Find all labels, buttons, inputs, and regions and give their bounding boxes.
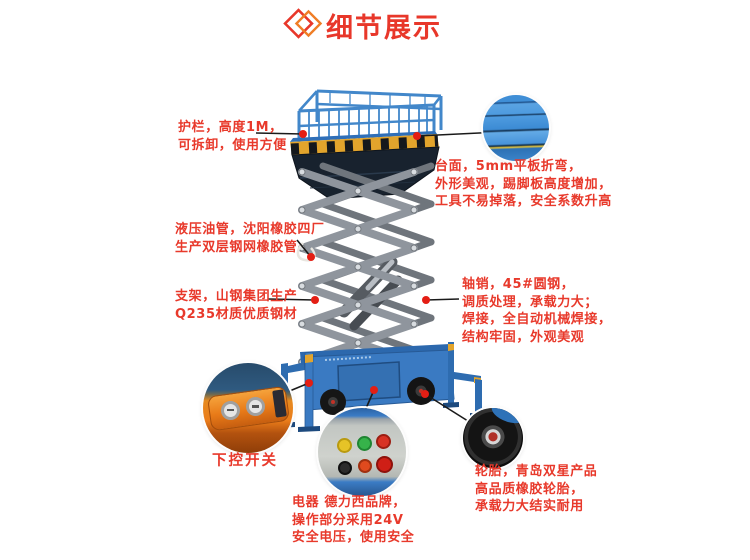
support-note: 支架，山钢集团生产 Q235材质优质钢材	[175, 289, 298, 322]
callout-dot	[421, 390, 429, 398]
callout-line-axle	[425, 298, 460, 301]
panel-button-yellow	[337, 437, 353, 453]
callout-dot	[299, 130, 307, 138]
callout-line-support	[267, 298, 316, 301]
platform-note: 台面，5mm平板折弯， 外形美观，踢脚板高度增加， 工具不易掉落，安全系数升高	[435, 159, 612, 209]
callout-dot	[422, 296, 430, 304]
guardrail-note: 护栏，高度1M， 可拆卸，使用方便	[178, 120, 287, 153]
remote-control-photo	[203, 363, 293, 453]
callout-dot	[311, 296, 319, 304]
title-double-diamond-icon	[283, 8, 323, 39]
tire-photo	[463, 408, 523, 468]
callout-dot	[307, 253, 315, 261]
guardrail-cage	[297, 89, 443, 146]
panel-button-black	[338, 460, 353, 475]
panel-button-orange	[357, 459, 372, 474]
callout-dot	[413, 132, 421, 140]
control-panel-photo	[318, 408, 406, 496]
axle-note: 轴销，45#圆钢， 调质处理，承载力大； 焊接，全自动机械焊接， 结构牢固，外观…	[462, 277, 612, 345]
callout-dot	[305, 379, 313, 387]
hydraulic-hose	[296, 242, 316, 262]
callout-dot	[370, 386, 378, 394]
remote-button-icon	[246, 397, 266, 417]
remote-button-icon	[221, 400, 240, 420]
panel-estop-button	[376, 456, 394, 474]
tire-note: 轮胎，青岛双星产品 高品质橡胶轮胎， 承载力大结实耐用	[475, 464, 598, 514]
page-title: 细节展示	[326, 13, 442, 44]
remote-label: 下控开关	[212, 453, 278, 469]
platform-detail-photo	[483, 95, 549, 161]
hydraulic-note: 液压油管，沈阳橡胶四厂 生产双层钢网橡胶管	[175, 222, 325, 255]
electric-note: 电器 德力西品牌， 操作部分采用24V 安全电压，使用安全	[292, 495, 415, 545]
front-left-wheel	[320, 389, 346, 415]
front-right-wheel	[407, 377, 435, 405]
panel-button-red	[376, 434, 392, 450]
tire-fender	[488, 408, 523, 428]
callout-line-guardrail	[255, 132, 304, 135]
panel-button-green	[356, 436, 372, 452]
